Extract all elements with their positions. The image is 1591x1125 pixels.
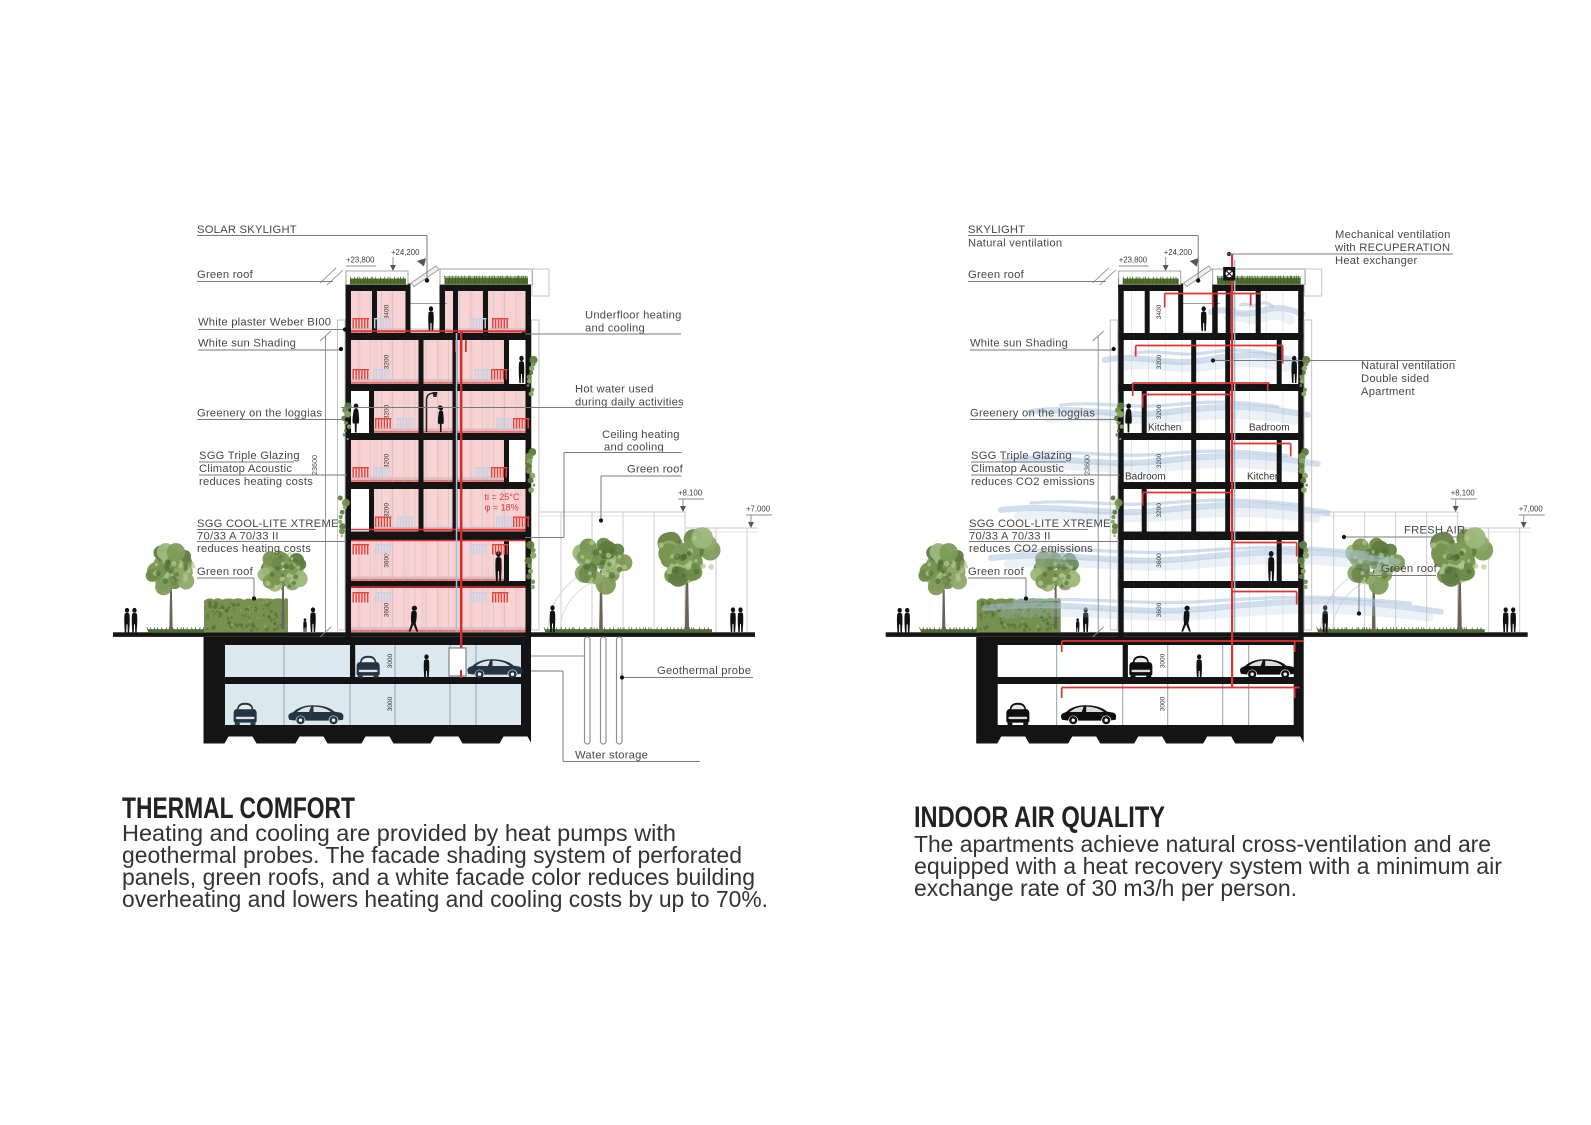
svg-text:3600: 3600 [1156,602,1163,617]
svg-text:Green roof: Green roof [197,566,254,578]
svg-text:White plaster Weber BI00: White plaster Weber BI00 [198,317,331,329]
svg-text:3000: 3000 [387,696,394,711]
svg-text:equipped with a heat recovery: equipped with a heat recovery system wit… [914,853,1502,879]
svg-text:THERMAL COMFORT: THERMAL COMFORT [122,792,355,825]
svg-text:Greenery on the loggias: Greenery on the loggias [970,408,1095,420]
svg-text:+7,000: +7,000 [746,505,771,514]
svg-text:Greenery on the loggias: Greenery on the loggias [197,408,322,420]
svg-text:Heating and cooling are provid: Heating and cooling are provided by heat… [122,820,676,846]
svg-text:+24,200: +24,200 [391,248,420,257]
svg-text:+7,000: +7,000 [1519,505,1544,514]
svg-text:+8,100: +8,100 [1451,489,1476,498]
svg-text:Heat exchanger: Heat exchanger [1335,255,1418,267]
svg-text:Hot water used: Hot water used [575,384,654,396]
svg-text:3000: 3000 [1160,696,1167,711]
svg-text:reduces CO2 emissions: reduces CO2 emissions [969,543,1093,555]
svg-text:+23,800: +23,800 [346,256,375,265]
svg-text:+24,200: +24,200 [1164,248,1193,257]
svg-text:3400: 3400 [1156,304,1163,319]
svg-text:Green roof: Green roof [197,269,254,281]
svg-text:3600: 3600 [384,553,391,568]
svg-text:Badroom: Badroom [1125,472,1166,483]
svg-text:SKYLIGHT: SKYLIGHT [968,224,1025,236]
svg-text:Underfloor heating: Underfloor heating [585,310,682,322]
svg-text:70/33 A 70/33 II: 70/33 A 70/33 II [197,531,279,543]
svg-text:panels, green roofs, and a whi: panels, green roofs, and a white facade … [122,864,755,890]
svg-text:reduces heating costs: reduces heating costs [199,476,313,488]
svg-text:3000: 3000 [1160,653,1167,668]
svg-text:23600: 23600 [1083,455,1092,475]
svg-text:The apartments achieve natural: The apartments achieve natural cross-ven… [914,831,1491,857]
svg-text:reduces CO2 emissions: reduces CO2 emissions [971,476,1095,488]
svg-text:geothermal probes. The facade: geothermal probes. The facade shading sy… [122,842,742,868]
svg-text:+8,100: +8,100 [678,489,703,498]
svg-text:SGG Triple Glazing: SGG Triple Glazing [199,450,300,462]
svg-text:3200: 3200 [384,404,391,419]
svg-text:Kitchen: Kitchen [1247,472,1280,483]
svg-text:3600: 3600 [384,602,391,617]
svg-text:3400: 3400 [384,304,391,319]
svg-text:Green roof: Green roof [1381,563,1438,575]
svg-text:SGG COOL-LITE XTREME: SGG COOL-LITE XTREME [197,518,339,530]
svg-text:Climatop Acoustic: Climatop Acoustic [971,463,1064,475]
svg-text:with RECUPERATION: with RECUPERATION [1334,242,1450,254]
svg-text:reduces heating costs: reduces heating costs [197,543,311,555]
svg-text:3200: 3200 [384,453,391,468]
svg-text:FRESH AIR: FRESH AIR [1404,525,1465,537]
svg-text:INDOOR AIR QUALITY: INDOOR AIR QUALITY [914,801,1165,834]
svg-text:Kitchen: Kitchen [1148,423,1181,434]
svg-text:3200: 3200 [384,354,391,369]
svg-text:SGG COOL-LITE XTREME: SGG COOL-LITE XTREME [969,518,1111,530]
svg-text:Green roof: Green roof [968,566,1025,578]
svg-text:3200: 3200 [1156,404,1163,419]
svg-text:φ = 18%: φ = 18% [485,503,519,513]
svg-text:+23,800: +23,800 [1119,256,1148,265]
svg-text:exchange rate of 30 m3/h per p: exchange rate of 30 m3/h per person. [914,875,1297,901]
svg-text:Mechanical ventilation: Mechanical ventilation [1335,229,1451,241]
svg-text:3000: 3000 [387,653,394,668]
svg-text:Water storage: Water storage [575,750,648,762]
svg-text:23600: 23600 [310,455,319,475]
svg-text:Green roof: Green roof [968,269,1025,281]
svg-text:Climatop Acoustic: Climatop Acoustic [199,463,292,475]
svg-text:SOLAR SKYLIGHT: SOLAR SKYLIGHT [197,224,297,236]
svg-text:Natural ventilation: Natural ventilation [1361,360,1455,372]
svg-text:Geothermal probe: Geothermal probe [657,665,751,677]
svg-text:Ceiling heating: Ceiling heating [602,429,680,441]
svg-text:Badroom: Badroom [1249,423,1290,434]
svg-text:Natural ventilation: Natural ventilation [968,238,1062,250]
svg-text:3200: 3200 [1156,453,1163,468]
svg-text:3200: 3200 [1156,503,1163,518]
svg-text:3600: 3600 [1156,553,1163,568]
svg-text:Green roof: Green roof [627,464,684,476]
svg-text:70/33 A 70/33 II: 70/33 A 70/33 II [969,531,1051,543]
svg-text:during daily activities: during daily activities [575,397,684,409]
svg-text:White sun Shading: White sun Shading [970,338,1068,350]
svg-text:Double sided: Double sided [1361,373,1429,385]
svg-text:Apartment: Apartment [1361,386,1416,398]
svg-text:overheating and lowers heating: overheating and lowers heating and cooli… [122,886,768,912]
svg-text:White sun Shading: White sun Shading [198,338,296,350]
svg-text:SGG Triple Glazing: SGG Triple Glazing [971,450,1072,462]
svg-text:3200: 3200 [1156,354,1163,369]
svg-text:and cooling: and cooling [604,442,664,454]
svg-text:ti = 25°C: ti = 25°C [485,492,520,502]
svg-text:3200: 3200 [384,503,391,518]
svg-text:and cooling: and cooling [585,323,645,335]
